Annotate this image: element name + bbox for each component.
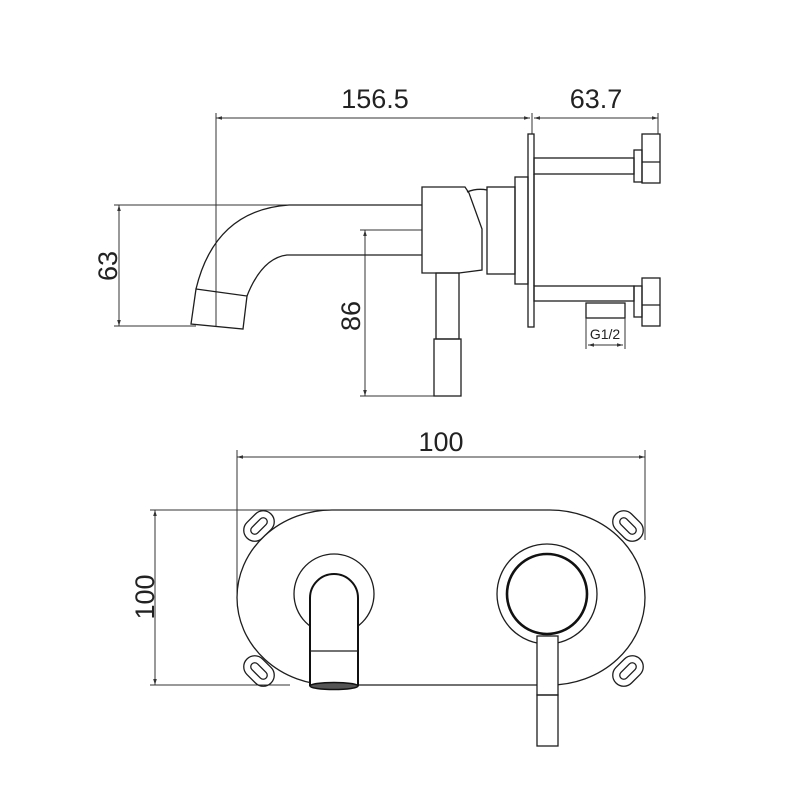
dimension-spout-height: 63 [93, 204, 289, 327]
lever-side [433, 272, 462, 397]
dimension-spout-length: 156.5 63.7 [215, 84, 659, 326]
dimension-plate-width: 100 [236, 427, 646, 600]
valve-body [533, 133, 661, 327]
front-view: 100 100 [130, 427, 646, 747]
dimension-label-spout-length: 156.5 [341, 84, 409, 114]
connection-g12: G1/2 [585, 302, 626, 349]
mounting-ear [612, 510, 644, 542]
spout-side [190, 204, 422, 330]
mounting-ears [243, 510, 644, 687]
mounting-ear [243, 655, 275, 687]
side-view: 156.5 63.7 63 86 [93, 84, 661, 397]
dimension-label-plate-height: 100 [130, 574, 160, 619]
dimension-label-spout-height: 63 [93, 251, 123, 281]
wall-plate [236, 509, 646, 686]
connection-label: G1/2 [590, 326, 621, 342]
dimension-label-plate-width: 100 [418, 427, 463, 457]
mixer-body-side [421, 133, 535, 328]
spout-front [293, 553, 375, 691]
dimension-plate-height: 100 [130, 509, 352, 686]
dimension-label-handle-drop: 86 [336, 301, 366, 331]
dimension-handle-drop: 86 [336, 229, 436, 397]
mounting-ear [612, 655, 644, 687]
dimension-label-body-depth: 63.7 [570, 84, 623, 114]
handle-front [496, 543, 598, 747]
